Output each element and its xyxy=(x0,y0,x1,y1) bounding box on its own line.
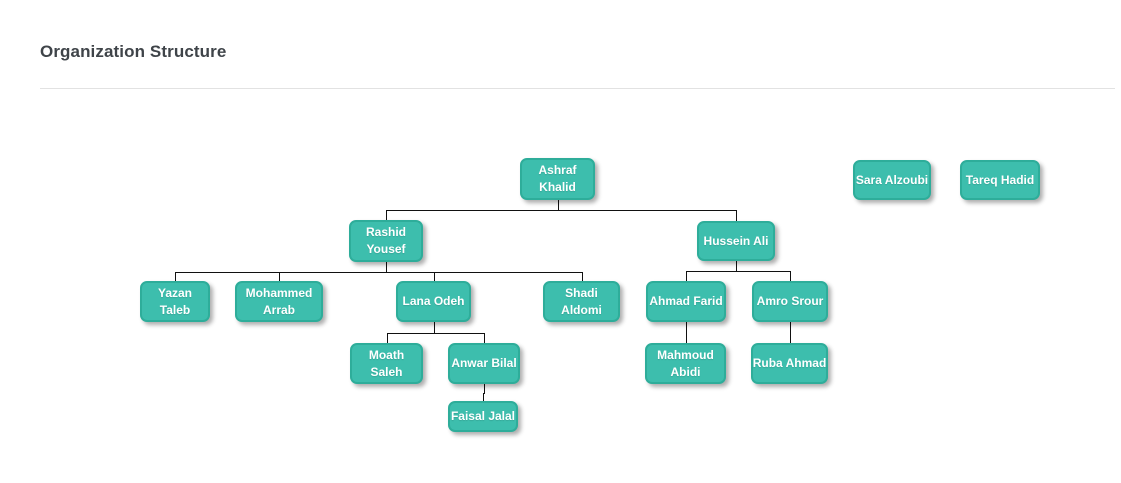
connector-line xyxy=(686,322,687,333)
org-node-label: Aldomi xyxy=(561,302,602,317)
connector-line xyxy=(483,393,485,394)
connector-line xyxy=(386,210,387,220)
connector-line xyxy=(175,272,176,281)
connector-line xyxy=(386,210,737,211)
connector-line xyxy=(434,272,435,281)
org-node-label: Khalid xyxy=(539,180,576,194)
connector-line xyxy=(686,271,687,281)
org-node-lana[interactable]: Lana Odeh xyxy=(396,281,471,322)
org-node-label: Taleb xyxy=(159,302,191,317)
connector-line xyxy=(387,333,485,334)
org-node-hussein[interactable]: Hussein Ali xyxy=(697,221,775,261)
org-node-label: Arrab xyxy=(262,302,295,317)
org-node-label: Moath xyxy=(368,347,405,362)
connector-line xyxy=(483,393,484,401)
connector-line xyxy=(279,272,280,281)
org-node-label: Amro Srour xyxy=(756,294,824,308)
org-node-label: Abidi xyxy=(670,364,701,379)
org-node-anwar[interactable]: Anwar Bilal xyxy=(448,343,520,384)
org-node-label: Ahmad Farid xyxy=(649,294,723,308)
org-node-label: Hussein Ali xyxy=(703,233,769,248)
connector-line xyxy=(686,333,687,343)
org-node-label: Yousef xyxy=(366,242,406,256)
org-node-label: Ruba Ahmad xyxy=(752,356,827,370)
org-node-sara[interactable]: Sara Alzoubi xyxy=(853,160,931,200)
org-node-amro[interactable]: Amro Srour xyxy=(752,281,828,322)
org-node-faisal[interactable]: Faisal Jalal xyxy=(448,401,518,432)
connector-line xyxy=(790,322,791,333)
org-node-label: Shadi xyxy=(565,285,598,300)
org-node-label: Mohammed xyxy=(245,285,313,300)
org-node-label: Yazan xyxy=(157,285,193,300)
connector-line xyxy=(175,272,583,273)
org-node-label: Lana Odeh xyxy=(402,294,465,308)
org-node-label: Tareq Hadid xyxy=(965,172,1035,187)
connector-line xyxy=(582,272,583,281)
org-node-ahmad[interactable]: Ahmad Farid xyxy=(646,281,726,322)
connector-line xyxy=(558,200,559,210)
connector-line xyxy=(790,271,791,281)
connector-line xyxy=(686,271,791,272)
org-node-label: Ashraf xyxy=(538,163,577,177)
org-node-label: Mahmoud xyxy=(657,347,714,362)
org-node-tareq[interactable]: Tareq Hadid xyxy=(960,160,1040,200)
org-node-label: Faisal Jalal xyxy=(450,409,516,423)
connector-line xyxy=(736,261,737,271)
org-node-label: Sara Alzoubi xyxy=(855,172,929,187)
org-node-label: Saleh xyxy=(370,364,403,379)
org-node-ruba[interactable]: Ruba Ahmad xyxy=(751,343,828,384)
header-divider xyxy=(40,88,1115,89)
page-title: Organization Structure xyxy=(40,42,227,61)
org-node-label: Anwar Bilal xyxy=(451,356,517,370)
connector-line xyxy=(736,210,737,221)
org-node-label: Rashid xyxy=(365,225,406,239)
connector-line xyxy=(790,333,791,343)
connector-line xyxy=(387,333,388,343)
connector-line xyxy=(386,262,387,272)
connector-line xyxy=(484,333,485,343)
connector-line xyxy=(434,322,435,333)
connector-line xyxy=(484,384,485,393)
